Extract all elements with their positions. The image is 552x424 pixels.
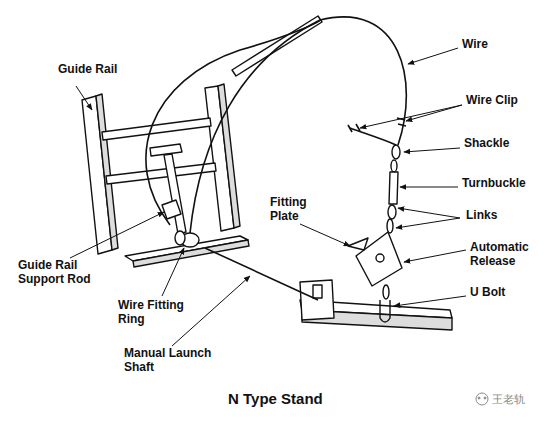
part-label: Automatic Release [470, 240, 544, 269]
part-label: Guide Rail [58, 62, 117, 76]
part-label: Wire Clip [466, 93, 518, 107]
part-label: Links [466, 208, 497, 222]
part-label: Guide Rail Support Rod [18, 258, 100, 287]
part-label: Shackle [464, 136, 509, 150]
part-label: Turnbuckle [462, 176, 526, 190]
part-label: Wire Fitting Ring [118, 298, 200, 327]
part-label: Wire [462, 37, 488, 51]
watermark: 王老轨 [492, 392, 525, 407]
figure-title: N Type Stand [228, 390, 323, 407]
part-label: U Bolt [470, 285, 505, 299]
part-label: Fitting Plate [270, 195, 318, 224]
part-label: Manual Launch Shaft [124, 346, 228, 375]
